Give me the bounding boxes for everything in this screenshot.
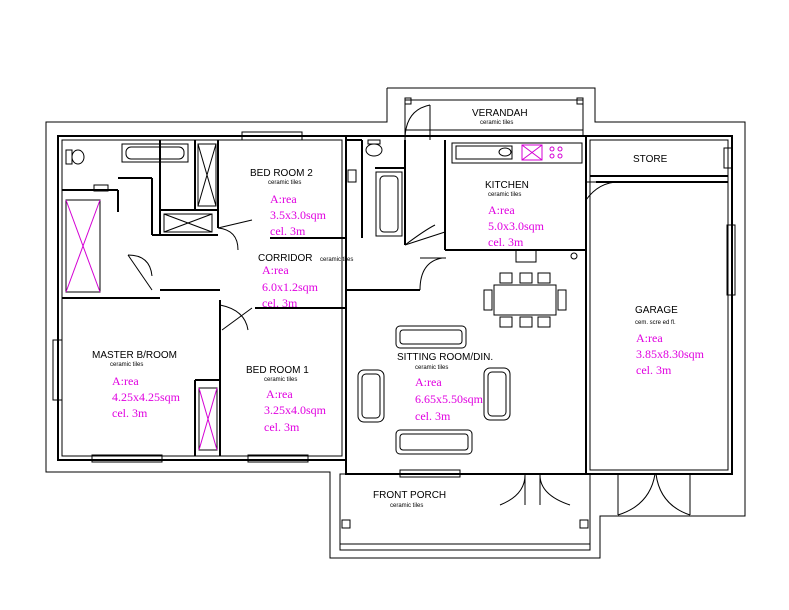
room-labels: BED ROOM 2 ceramic tiles A:rea 3.5x3.0sq… — [92, 154, 705, 509]
master-area-label: A:rea — [112, 374, 139, 388]
master-dims: 4.25x4.25sqm — [112, 390, 181, 404]
garage-area-label: A:rea — [636, 331, 663, 345]
bedroom2-label: BED ROOM 2 — [250, 168, 313, 179]
bedroom2-ceiling: cel. 3m — [270, 224, 306, 238]
garage-finish: cem. scre ed fl. — [635, 320, 676, 326]
sitting-label: SITTING ROOM/DIN. — [397, 352, 493, 363]
corridor-area-label: A:rea — [262, 263, 289, 277]
corridor-finish: ceramic tiles — [320, 257, 353, 263]
kitchen-dims: 5.0x3.0sqm — [488, 219, 545, 233]
plinth-outline — [45, 87, 746, 559]
garage-label: GARAGE — [635, 305, 678, 316]
corridor-dims: 6.0x1.2sqm — [262, 280, 319, 294]
kitchen-finish: ceramic tiles — [488, 192, 521, 198]
frontporch-label: FRONT PORCH — [373, 490, 446, 501]
bedroom2-finish: ceramic tiles — [268, 180, 301, 186]
sitting-dims: 6.65x5.50sqm — [415, 392, 484, 406]
verandah-label: VERANDAH — [472, 108, 528, 119]
bedroom1-label: BED ROOM 1 — [246, 365, 309, 376]
verandah-finish: ceramic tiles — [480, 120, 513, 126]
store-label: STORE — [633, 154, 668, 165]
interior-walls — [62, 139, 728, 456]
sitting-ceiling: cel. 3m — [415, 409, 451, 423]
kitchen-ceiling: cel. 3m — [488, 235, 524, 249]
exterior-walls — [52, 131, 736, 478]
kitchen-area-label: A:rea — [488, 203, 515, 217]
sitting-finish: ceramic tiles — [415, 365, 448, 371]
frontporch-finish: ceramic tiles — [390, 503, 423, 509]
bedroom1-ceiling: cel. 3m — [264, 420, 300, 434]
corridor-ceiling: cel. 3m — [262, 296, 298, 310]
sitting-area-label: A:rea — [415, 375, 442, 389]
garage-dims: 3.85x8.30sqm — [636, 347, 705, 361]
kitchen-label: KITCHEN — [485, 180, 529, 191]
fixtures — [65, 139, 591, 551]
verandah: VERANDAH ceramic tiles — [404, 97, 584, 137]
door-swings — [127, 104, 691, 516]
master-label: MASTER B/ROOM — [92, 350, 177, 361]
bedroom1-dims: 3.25x4.0sqm — [264, 403, 327, 417]
garage-ceiling: cel. 3m — [636, 363, 672, 377]
master-ceiling: cel. 3m — [112, 406, 148, 420]
bedroom1-area-label: A:rea — [266, 387, 293, 401]
corridor-label: CORRIDOR — [258, 253, 312, 264]
bedroom1-finish: ceramic tiles — [264, 377, 297, 383]
bedroom2-area-label: A:rea — [270, 192, 297, 206]
master-finish: ceramic tiles — [110, 362, 143, 368]
bedroom2-dims: 3.5x3.0sqm — [270, 208, 327, 222]
